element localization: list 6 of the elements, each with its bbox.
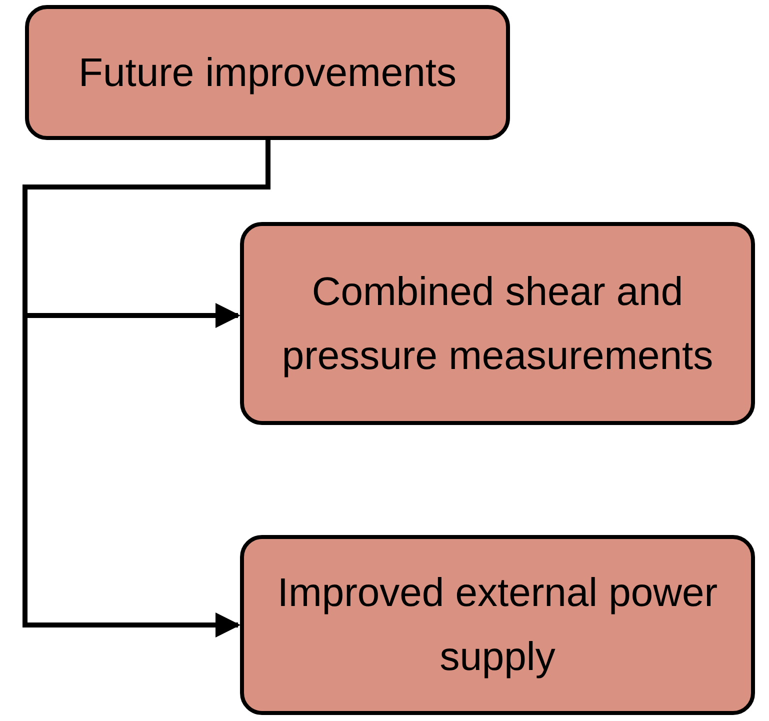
process-box (240, 535, 755, 715)
process-box (240, 222, 755, 425)
process-box (25, 5, 510, 140)
box-label: Improved external power supply (276, 570, 719, 681)
box-label: Future improvements (78, 50, 456, 96)
box-label: Combined shear and pressure measurements (280, 268, 714, 380)
